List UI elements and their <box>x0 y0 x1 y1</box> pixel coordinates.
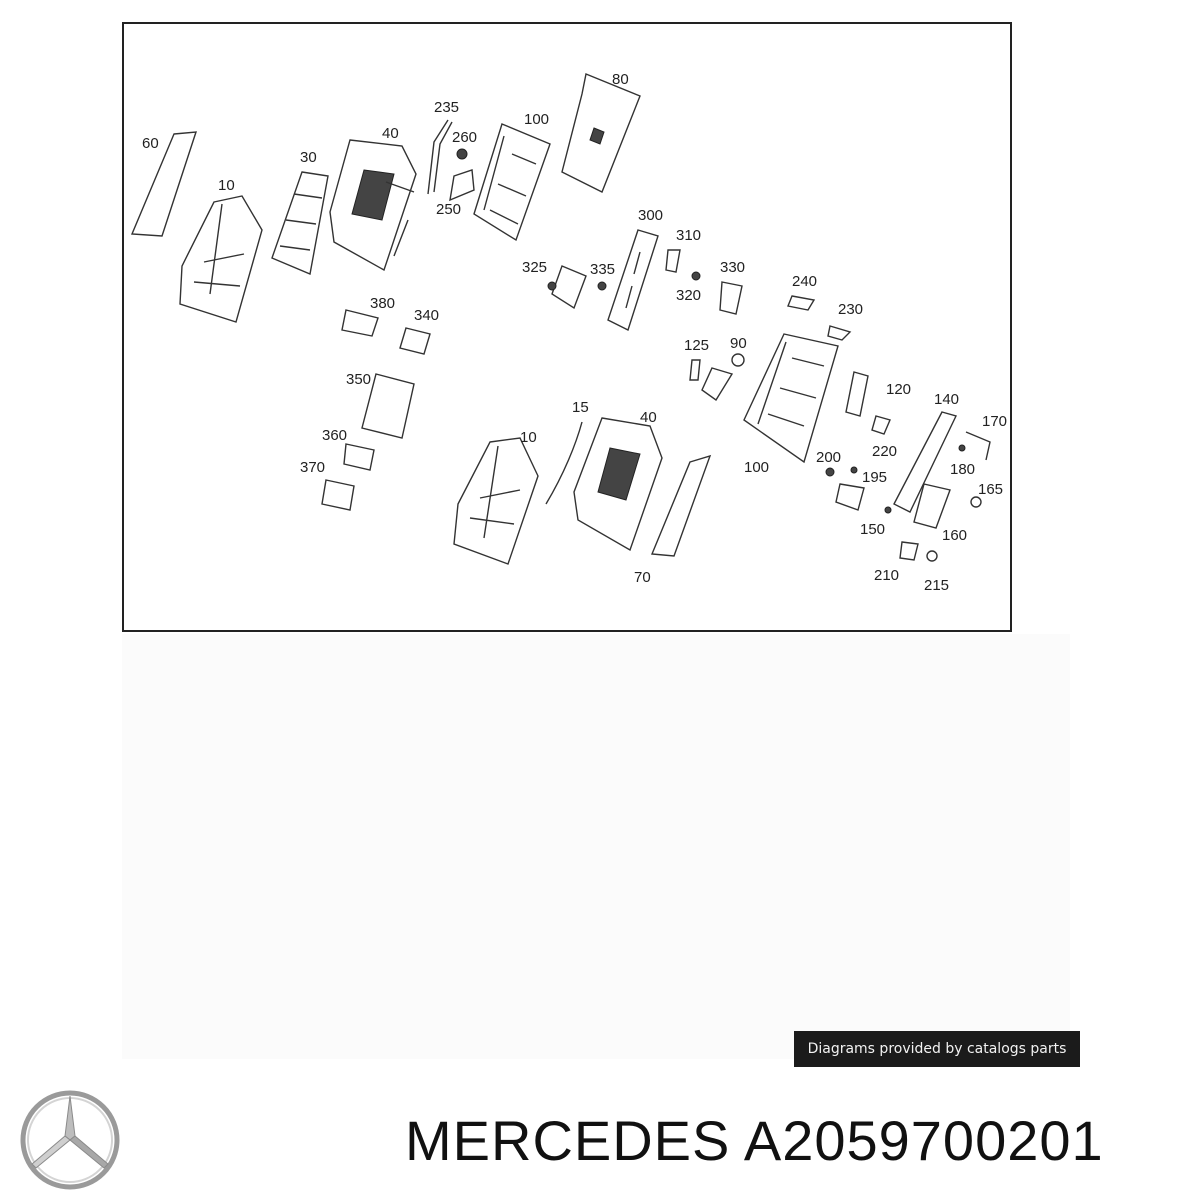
exploded-parts-diagram: 60 10 30 40 235 260 100 80 250 300 310 325 335 320 330… <box>130 71 1007 594</box>
part-number-label: 30 <box>300 149 317 166</box>
part-120-shape <box>845 371 869 417</box>
part-370-shape <box>321 479 355 511</box>
part-330-shape <box>719 281 743 315</box>
mercedes-star-icon <box>18 1088 122 1192</box>
part-140-shape <box>893 411 957 513</box>
part-340-shape <box>399 327 431 355</box>
part-240-shape <box>787 295 816 311</box>
part-number-label: 340 <box>414 307 439 324</box>
part-125-shape <box>689 359 701 381</box>
part-70-shape <box>650 454 712 557</box>
part-160-shape <box>913 483 951 529</box>
part-number-label: 230 <box>838 301 863 318</box>
part-150-shape <box>835 483 865 511</box>
part-number-label: 40 <box>640 409 657 426</box>
part-number-label: 10 <box>218 177 235 194</box>
part-number-label: 215 <box>924 577 949 594</box>
part-number-label: 330 <box>720 259 745 276</box>
part-number-label: 40 <box>382 125 399 142</box>
part-number-label: 150 <box>860 521 885 538</box>
part-number-label: 100 <box>524 111 549 128</box>
part-number-label: 80 <box>612 71 629 88</box>
part-number-label: 360 <box>322 427 347 444</box>
part-number-label: 235 <box>434 99 459 116</box>
part-100-lower-shape <box>743 333 839 464</box>
part-number-label: 210 <box>874 567 899 584</box>
part-210-shape <box>899 541 919 561</box>
part-100-upper-shape <box>473 123 551 242</box>
part-number-label: 325 <box>522 259 547 276</box>
part-number-label: 380 <box>370 295 395 312</box>
part-number-label: 250 <box>436 201 461 218</box>
part-300-shape <box>607 229 659 331</box>
part-310-shape <box>665 249 681 273</box>
part-number-label: 320 <box>676 287 701 304</box>
part-215-shape <box>926 550 938 562</box>
part-number-label: 125 <box>684 337 709 354</box>
diagram-background-area <box>122 634 1070 1059</box>
part-number-label: 195 <box>862 469 887 486</box>
part-number-label: 60 <box>142 135 159 152</box>
part-number-label: 70 <box>634 569 651 586</box>
part-number-labels: 60 10 30 40 235 260 100 80 250 300 310 325 335 320 330… <box>142 71 1007 594</box>
brand-title: MERCEDES A2059700201 <box>405 1109 1104 1172</box>
part-number-label: 260 <box>452 129 477 146</box>
part-number-label: 120 <box>886 381 911 398</box>
part-number-label: 165 <box>978 481 1003 498</box>
part-number-label: 15 <box>572 399 589 416</box>
part-180-shape <box>958 444 966 452</box>
part-200-shape <box>825 467 835 477</box>
part-number-label: 240 <box>792 273 817 290</box>
part-number-label: 310 <box>676 227 701 244</box>
part-number-label: 10 <box>520 429 537 446</box>
part-number-label: 160 <box>942 527 967 544</box>
part-number-label: 335 <box>590 261 615 278</box>
part-number-label: 140 <box>934 391 959 408</box>
part-335-shape <box>597 281 607 291</box>
part-380-shape <box>341 309 379 337</box>
part-number-label: 350 <box>346 371 371 388</box>
part-230-shape <box>827 325 852 341</box>
part-number-label: 90 <box>730 335 747 352</box>
part-15-shape <box>545 421 583 505</box>
part-320-shape <box>691 271 701 281</box>
part-350-shape <box>361 373 415 439</box>
part-260-shape <box>456 148 468 160</box>
part-60-shape <box>130 131 197 237</box>
part-number-label: 220 <box>872 443 897 460</box>
part-number-label: 370 <box>300 459 325 476</box>
part-165-shape <box>970 496 982 508</box>
part-195-shape <box>850 466 858 474</box>
part-10-lower-shape <box>453 437 539 565</box>
parts-diagram-frame: 60 10 30 40 235 260 100 80 250 300 310 325 335 320 330… <box>122 22 1012 632</box>
part-90-shape <box>731 353 745 367</box>
part-235-shape <box>427 119 453 195</box>
part-250-shape <box>449 169 475 202</box>
part-number-label: 100 <box>744 459 769 476</box>
part-30-shape <box>271 171 329 275</box>
part-number-label: 300 <box>638 207 663 224</box>
part-325-shape <box>551 265 587 310</box>
part-360-shape <box>343 443 375 471</box>
part-220-shape <box>871 415 891 435</box>
part-number-label: 170 <box>982 413 1007 430</box>
credit-banner: Diagrams provided by catalogs parts <box>794 1031 1080 1067</box>
part-number-label: 200 <box>816 449 841 466</box>
part-number-label: 180 <box>950 461 975 478</box>
part-170-shape <box>965 431 991 461</box>
